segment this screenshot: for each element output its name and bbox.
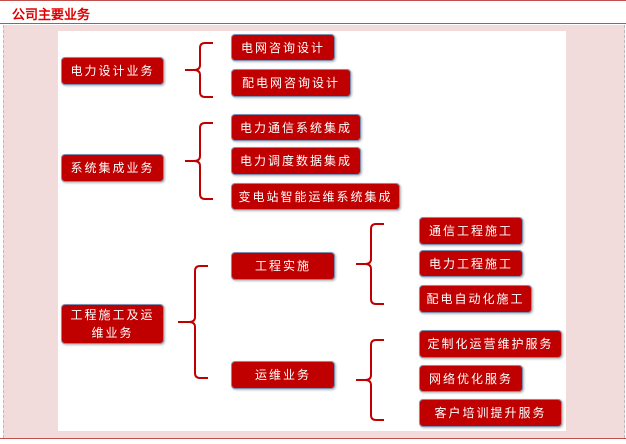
node-power-construction: 电力工程施工 — [419, 250, 523, 277]
brace-construction — [178, 265, 208, 379]
node-distribution-consulting: 配电网咨询设计 — [231, 69, 351, 97]
node-implementation: 工程实施 — [231, 252, 335, 280]
title-bar: 公司主要业务 — [0, 0, 626, 24]
brace-operation — [356, 339, 384, 421]
node-dispatch-integration: 电力调度数据集成 — [231, 147, 361, 175]
node-automation-construction: 配电自动化施工 — [419, 285, 532, 313]
page-title: 公司主要业务 — [12, 8, 91, 23]
node-construction: 工程施工及运维业务 — [61, 304, 164, 344]
node-comm-construction: 通信工程施工 — [419, 217, 523, 245]
node-customer-training: 客户培训提升服务 — [419, 399, 562, 427]
brace-implementation — [356, 223, 384, 305]
node-substation-integration: 变电站智能运维系统集成 — [231, 183, 400, 210]
node-integration: 系统集成业务 — [61, 154, 164, 182]
node-grid-consulting: 电网咨询设计 — [231, 34, 335, 61]
brace-design — [185, 42, 213, 98]
node-custom-om: 定制化运营维护服务 — [419, 330, 562, 358]
node-operation: 运维业务 — [231, 361, 335, 389]
node-design: 电力设计业务 — [61, 57, 164, 85]
divider — [0, 438, 626, 439]
node-comm-integration: 电力通信系统集成 — [231, 114, 361, 141]
node-network-optimization: 网络优化服务 — [419, 365, 523, 392]
brace-integration — [185, 122, 213, 200]
